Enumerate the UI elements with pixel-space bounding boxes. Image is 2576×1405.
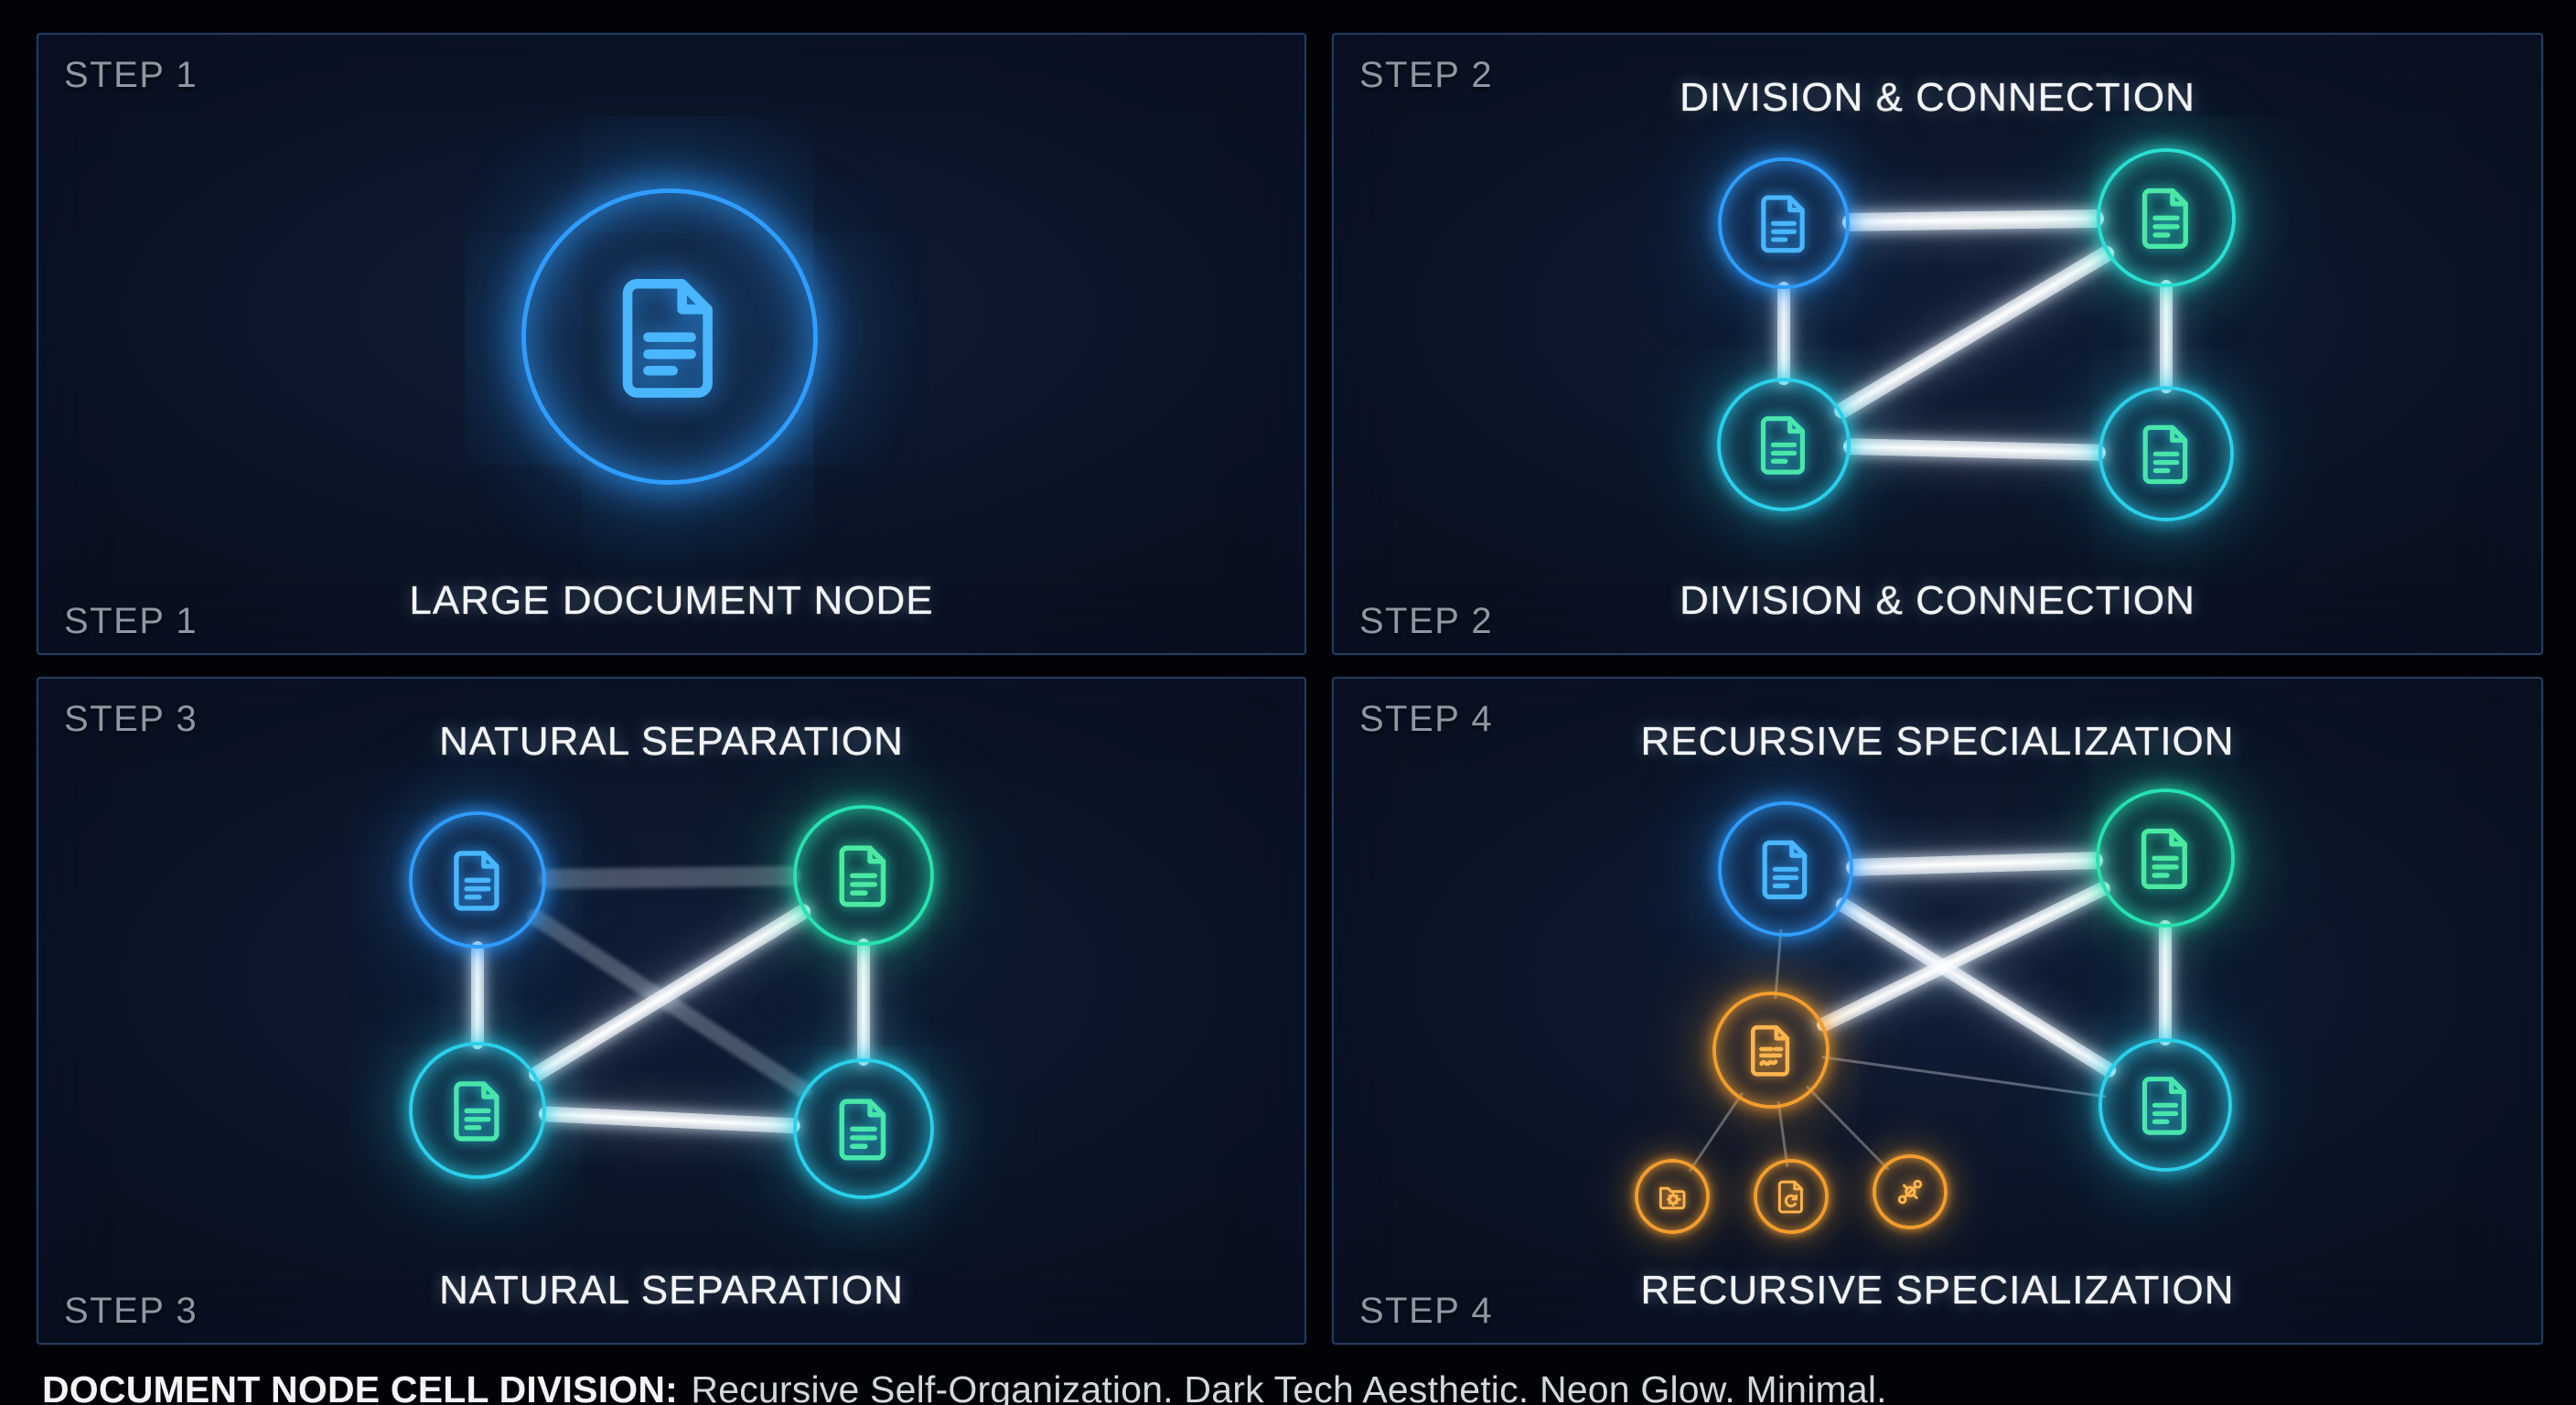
document-icon	[2131, 823, 2200, 893]
document-icon	[444, 846, 512, 915]
document-icon	[2132, 1072, 2199, 1139]
panel-step-1: STEP 1 LARGE DOCUMENT NODE STEP 1	[37, 33, 1306, 655]
edge-tr-bl	[1830, 241, 2118, 422]
node-c1-folder-gear	[1635, 1159, 1710, 1234]
edge-tr-br	[857, 938, 870, 1066]
document-refresh-icon	[1773, 1178, 1810, 1216]
edge-tl-tr	[538, 865, 801, 890]
document-icon	[1752, 835, 1819, 903]
edge-bl-br	[538, 1105, 801, 1134]
node-tr-document	[793, 805, 934, 946]
caption: DOCUMENT NODE CELL DIVISION: Recursive Se…	[42, 1368, 1887, 1405]
folder-gear-icon	[1654, 1178, 1691, 1216]
node-tr-document	[2096, 788, 2235, 928]
edge-tl-tr	[1845, 851, 2104, 876]
node-tl-document	[409, 811, 546, 949]
diagram-layer	[38, 679, 1304, 1343]
node-br-document	[793, 1058, 934, 1199]
step-label: STEP 2	[1359, 55, 1494, 95]
edge-sp-c1	[1688, 1091, 1744, 1173]
node-bl-document	[1717, 378, 1851, 511]
node-tl-document	[1718, 801, 1853, 937]
step-label: STEP 1	[64, 601, 199, 641]
edge-tl-bl	[1777, 282, 1790, 385]
panel-title: NATURAL SEPARATION	[439, 719, 904, 764]
node-br-document	[2098, 1038, 2232, 1172]
panel-title: LARGE DOCUMENT NODE	[409, 578, 934, 623]
document-icon	[1751, 190, 1817, 256]
node-c3-share-network	[1873, 1154, 1948, 1229]
edge-tr-sp	[1813, 878, 2113, 1035]
diagram-layer	[1334, 35, 2541, 653]
step-label: STEP 3	[64, 1291, 199, 1331]
node-main-document	[521, 188, 818, 485]
document-icon	[829, 1094, 899, 1164]
caption-lead: DOCUMENT NODE CELL DIVISION:	[42, 1368, 679, 1405]
panel-title: RECURSIVE SPECIALIZATION	[1640, 1268, 2235, 1313]
panel-step-4: STEP 4 RECURSIVE SPECIALIZATION RECURSIV…	[1332, 677, 2543, 1345]
node-tr-document	[2097, 148, 2236, 287]
node-tl-document	[1718, 157, 1850, 289]
document-icon	[829, 841, 899, 911]
step-label: STEP 1	[64, 55, 199, 95]
edge-tl-tr	[1841, 209, 2105, 232]
edge-tr-br	[2160, 280, 2173, 393]
step-label: STEP 4	[1359, 1291, 1494, 1331]
panel-step-2: STEP 2 DIVISION & CONNECTION DIVISION & …	[1332, 33, 2543, 655]
caption-rest: Recursive Self-Organization. Dark Tech A…	[691, 1368, 1887, 1405]
node-br-document	[2098, 386, 2234, 521]
step-label: STEP 3	[64, 699, 199, 739]
document-icon	[444, 1077, 512, 1145]
panel-title: DIVISION & CONNECTION	[1680, 578, 2195, 623]
document-signature-icon	[1742, 1021, 1800, 1079]
document-icon	[1751, 412, 1818, 478]
node-bl-document	[409, 1042, 546, 1179]
step-label: STEP 4	[1359, 699, 1494, 739]
share-network-icon	[1892, 1174, 1929, 1211]
document-icon	[2131, 183, 2201, 252]
step-label: STEP 2	[1359, 601, 1494, 641]
edge-tr-br	[2159, 920, 2172, 1046]
node-c2-document-refresh	[1754, 1159, 1829, 1234]
panel-step-3: STEP 3 NATURAL SEPARATION NATURAL SEPARA…	[37, 677, 1306, 1345]
document-icon	[2132, 420, 2200, 488]
node-sp-document-signature	[1712, 992, 1830, 1109]
panel-title: DIVISION & CONNECTION	[1680, 75, 2195, 120]
edge-sp-c3	[1806, 1085, 1890, 1172]
edge-bl-br	[1842, 437, 2107, 461]
edge-sp-br	[1821, 1056, 2107, 1099]
document-icon	[602, 269, 738, 405]
edge-sp-c2	[1776, 1100, 1788, 1167]
panel-title: RECURSIVE SPECIALIZATION	[1640, 719, 2235, 764]
panel-title: NATURAL SEPARATION	[439, 1268, 904, 1313]
diagram-layer	[1334, 679, 2541, 1343]
edge-tl-bl	[471, 941, 484, 1049]
diagram-layer	[38, 35, 1304, 653]
edge-tl-sp	[1774, 928, 1783, 1000]
edge-tl-br	[1832, 895, 2120, 1080]
